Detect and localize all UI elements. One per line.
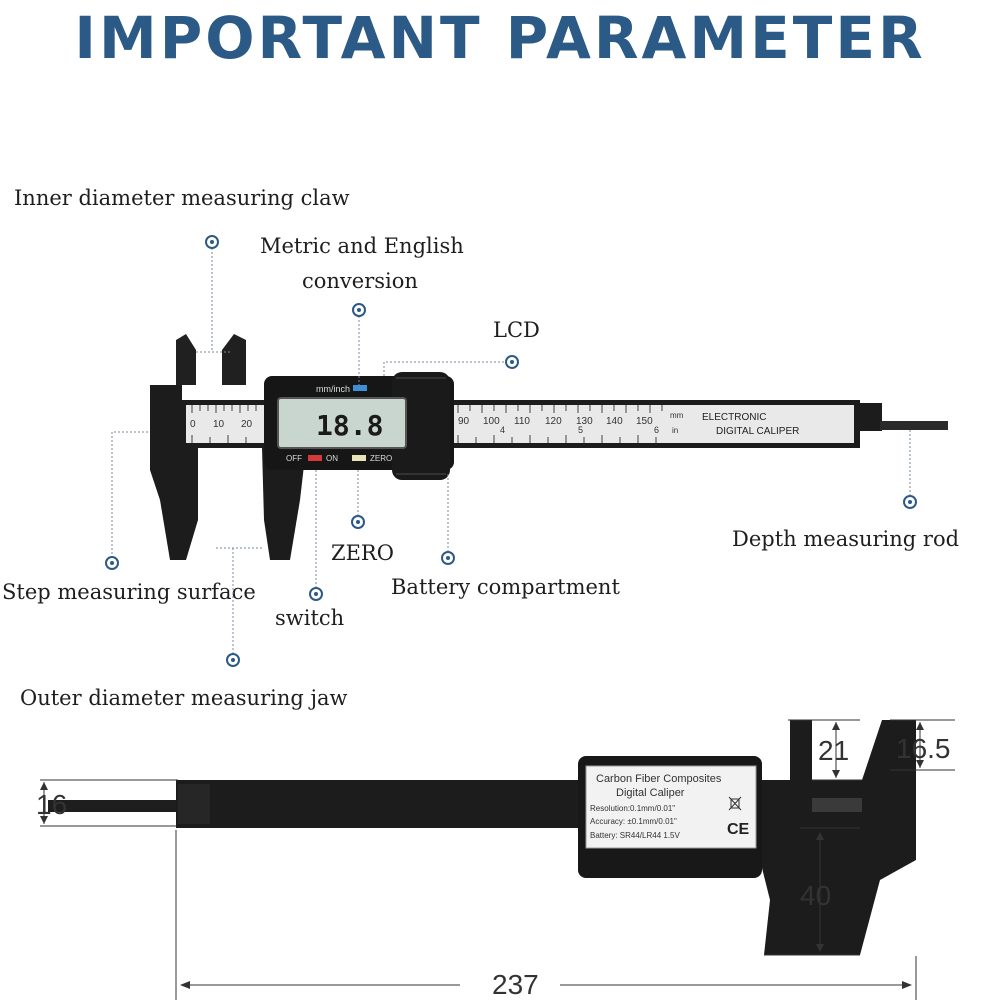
depth-rod: [880, 421, 948, 430]
back-label-resolution: Resolution:0.1mm/0.01": [590, 804, 675, 813]
back-label-accuracy: Accuracy: ±0.1mm/0.01": [590, 817, 677, 826]
scale-num-0: 0: [190, 419, 196, 430]
brand-line2: DIGITAL CALIPER: [716, 426, 799, 437]
label-zero: ZERO: [331, 541, 394, 565]
scale-num-130: 130: [576, 416, 593, 427]
label-lcd: LCD: [493, 318, 540, 342]
dim-depth-rod: 16: [36, 789, 67, 820]
zero-button[interactable]: [352, 455, 366, 461]
label-metric-line2: conversion: [302, 269, 418, 293]
back-label-plate: [585, 765, 757, 849]
inch-mark-6: 6: [654, 425, 659, 435]
scale-num-140: 140: [606, 416, 623, 427]
scale-num-90: 90: [458, 416, 470, 427]
dim-outer-jaw: 40: [800, 880, 831, 911]
back-label-battery: Battery: SR44/LR44 1.5V: [590, 831, 680, 840]
scale-num-110: 110: [514, 416, 530, 427]
back-depth-rod: [48, 800, 178, 812]
bin-icon: [728, 796, 742, 811]
scale-num-100: 100: [483, 416, 500, 427]
scale-num-20: 20: [241, 419, 253, 430]
lcd-value: 18.8: [316, 409, 383, 442]
label-metric-line1: Metric and English: [260, 234, 464, 258]
lcd-screen: [277, 397, 407, 449]
zero-button-label: ZERO: [370, 454, 392, 463]
scale-num-150: 150: [636, 416, 653, 427]
outer-jaw-slide: [262, 448, 306, 560]
label-outer-jaw: Outer diameter measuring jaw: [20, 686, 348, 710]
back-caliper: [48, 720, 916, 955]
back-outer-jaws: [760, 828, 916, 955]
ce-mark: CE: [727, 821, 750, 838]
unit-toggle-button[interactable]: [353, 385, 367, 391]
label-step-surface: Step measuring surface: [2, 580, 256, 604]
unit-toggle-label: mm/inch: [316, 384, 350, 394]
back-beam: [176, 780, 916, 828]
callout-lines: [111, 248, 911, 660]
inner-claw-fixed: [176, 334, 196, 385]
brand-line1: ELECTRONIC: [702, 412, 766, 423]
off-label: OFF: [286, 454, 302, 463]
dim-inner-jaw: 21: [818, 735, 849, 766]
dim-inner-tip: 16.5: [896, 733, 951, 764]
unit-mm: mm: [670, 411, 684, 420]
power-button[interactable]: [308, 455, 322, 461]
label-switch: switch: [275, 606, 345, 630]
inch-mark-4: 4: [500, 425, 505, 435]
on-label: ON: [326, 454, 338, 463]
back-label-line2: Digital Caliper: [616, 787, 685, 799]
outer-jaw-fixed: [150, 448, 198, 560]
scale-num-120: 120: [545, 416, 562, 427]
callout-dots: [105, 235, 917, 667]
front-caliper: 0 10 20 90 100 110 120 130 140 150 4 5 6…: [150, 334, 948, 560]
unit-in: in: [672, 426, 678, 435]
dim-total-length: 237: [492, 969, 539, 1000]
inner-claw-slide: [222, 334, 246, 385]
scale-num-10: 10: [213, 419, 225, 430]
label-battery: Battery compartment: [391, 575, 620, 599]
scale-ticks: [191, 405, 663, 443]
label-inner-claw: Inner diameter measuring claw: [14, 186, 350, 210]
label-depth-rod: Depth measuring rod: [732, 527, 960, 551]
dimension-lines: [40, 719, 955, 1000]
back-label-line1: Carbon Fiber Composites: [596, 773, 722, 785]
inch-mark-5: 5: [578, 425, 583, 435]
page-title: IMPORTANT PARAMETER: [74, 4, 926, 72]
